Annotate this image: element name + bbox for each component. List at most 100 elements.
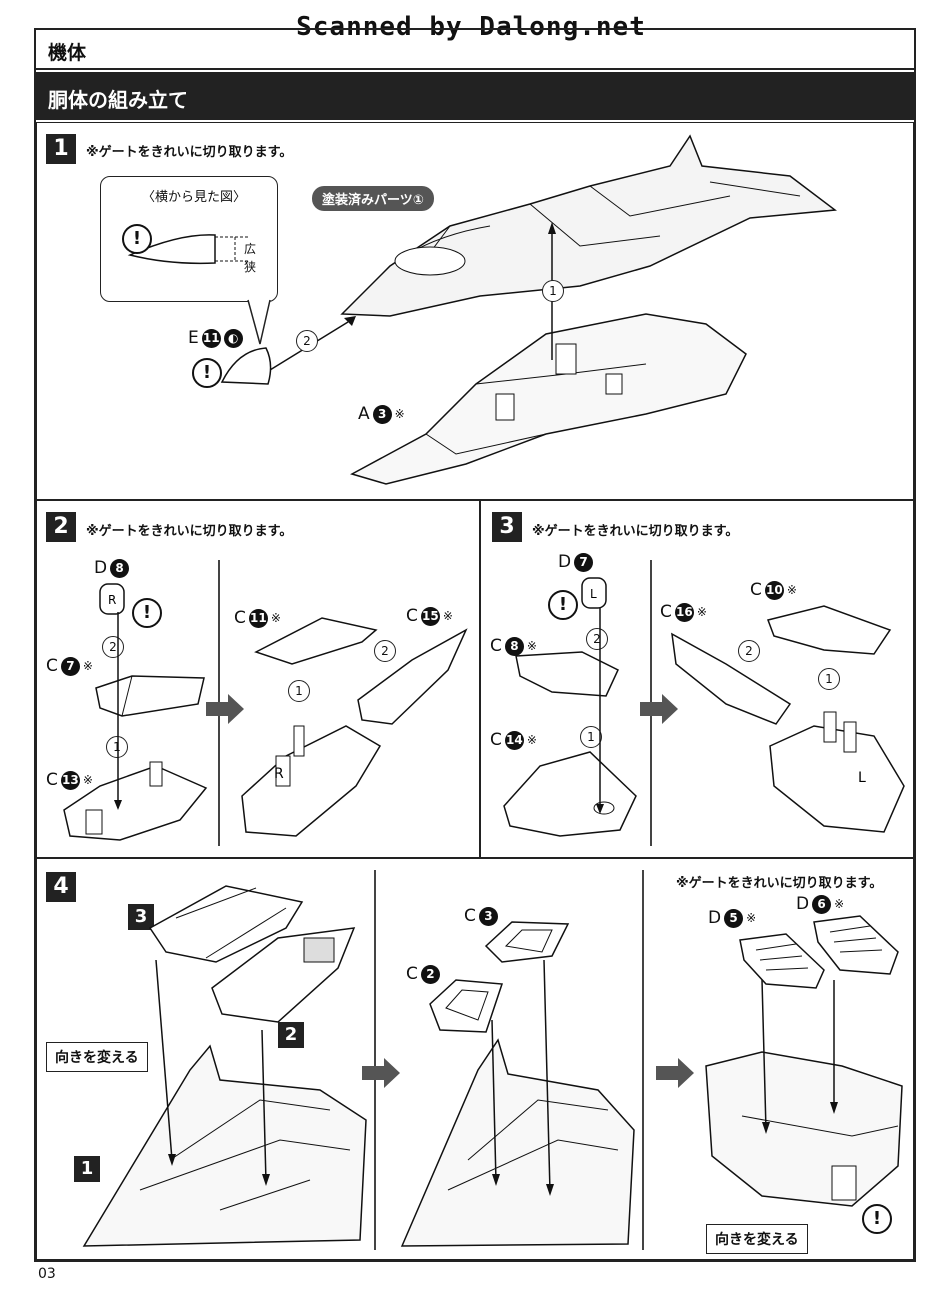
step-4-part-d5: D 5 ※	[708, 908, 757, 928]
callout-tail	[247, 299, 271, 345]
step-3-part-c8: C 8 ※	[490, 636, 537, 656]
side-r-mark: R	[274, 766, 284, 782]
clear-part-icon: ◐	[223, 328, 243, 348]
step-2-order-2b: 2	[374, 640, 396, 662]
step-4-part-c3: C 3	[464, 906, 498, 926]
step-2-gate-note: ※ゲートをきれいに切り取ります。	[86, 524, 293, 539]
step-4-arrows-right	[761, 980, 838, 1134]
step-4-arrows-left	[155, 960, 270, 1186]
svg-text:L: L	[590, 587, 597, 601]
svg-text:R: R	[108, 593, 116, 607]
side-l-mark: L	[858, 770, 866, 786]
step-4-c2-art	[429, 979, 504, 1033]
step-2-part-c13: C 13 ※	[46, 770, 93, 790]
step-3-assembly-art: L	[769, 711, 905, 833]
caution-icon: !	[122, 224, 152, 254]
part-a3-gate-mark: ※	[394, 407, 405, 421]
step-4-gate-note: ※ゲートをきれいに切り取ります。	[676, 876, 883, 891]
step-3-part-c14: C 14 ※	[490, 730, 537, 750]
part-e11-label: E 11 ◐	[188, 328, 243, 348]
order-1-marker: 1	[542, 280, 564, 302]
step-4-ref-1: 1	[74, 1156, 100, 1182]
step-4-body-left-art	[82, 1044, 367, 1247]
step-4-cover-2-art	[211, 927, 356, 1023]
step-2-part-d8: D 8	[94, 558, 130, 578]
step-3-order-2a: 2	[586, 628, 608, 650]
fuselage-lower-art	[350, 313, 747, 485]
step-4-next-arrow-1	[362, 1058, 400, 1088]
turn-label-right: 向きを変える	[706, 1224, 808, 1254]
step-2-assembly-art: R	[241, 725, 382, 837]
step-3-c8-art	[515, 651, 619, 697]
step-3-order-1a: 1	[580, 726, 602, 748]
step-2-order-1a: 1	[106, 736, 128, 758]
canopy-caution-icon: !	[192, 358, 222, 388]
part-e11-number: 11	[201, 328, 221, 348]
step-2-number: 2	[46, 512, 76, 542]
step-3-number: 3	[492, 512, 522, 542]
order-2-marker: 2	[296, 330, 318, 352]
step-3-gate-note: ※ゲートをきれいに切り取ります。	[532, 524, 739, 539]
part-e11-letter: E	[188, 328, 199, 348]
step-4-ref-2: 2	[278, 1022, 304, 1048]
section-title: 機体	[36, 30, 914, 70]
page-frame	[34, 28, 916, 1262]
step-2-next-arrow	[206, 694, 244, 724]
step-2-part-c7: C 7 ※	[46, 656, 93, 676]
step-1-gate-note: ※ゲートをきれいに切り取ります。	[86, 145, 293, 160]
scan-watermark: Scanned by Dalong.net	[296, 12, 646, 42]
step-4-arrows-middle	[491, 960, 554, 1196]
step-4-body-middle-art	[400, 1038, 635, 1247]
step-3-order-2b: 2	[738, 640, 760, 662]
step-2-c7-art	[95, 675, 205, 717]
turn-label-left: 向きを変える	[46, 1042, 148, 1072]
narrow-label: 狭	[244, 260, 257, 274]
step-4-cover-3-art	[148, 885, 304, 963]
step-2-d8-art: R	[99, 583, 125, 615]
step-1-number: 1	[46, 134, 76, 164]
step-3-caution-icon: !	[548, 590, 578, 620]
step-3-c10-art	[767, 605, 892, 655]
step-3-part-d7: D 7	[558, 552, 594, 572]
part-a3-letter: A	[358, 404, 370, 424]
step-4-part-d6: D 6 ※	[796, 894, 845, 914]
step-3-part-c16: C 16 ※	[660, 602, 707, 622]
part-a3-number: 3	[372, 404, 392, 424]
wide-label: 広	[244, 242, 257, 256]
step-4-number: 4	[46, 872, 76, 902]
step-2-arrows-left	[114, 612, 122, 810]
step-3-c16-art	[671, 632, 792, 725]
side-view-title: 〈横から見た図〉	[142, 190, 247, 205]
step-4-ref-3: 3	[128, 904, 154, 930]
step-3-part-c10: C 10 ※	[750, 580, 797, 600]
step-3-next-arrow	[640, 694, 678, 724]
step-2-c11-art	[254, 617, 378, 665]
step-3-arrows-left	[596, 608, 604, 814]
step-3-d7-art: L	[581, 577, 607, 609]
step-4-body-right-art	[705, 1051, 903, 1207]
step-4-divider-2	[642, 870, 644, 1250]
step-2-part-c15: C 15 ※	[406, 606, 453, 626]
step-4-divider-1	[374, 870, 376, 1250]
step-2-part-c11: C 11 ※	[234, 608, 281, 628]
step-4-next-arrow-2	[656, 1058, 694, 1088]
step-1-arrows	[269, 222, 556, 371]
step-4-c3-art	[484, 921, 570, 963]
canopy-side-diagram	[127, 234, 250, 265]
step-3-order-1b: 1	[818, 668, 840, 690]
step-2-caution-icon: !	[132, 598, 162, 628]
step-2-order-1b: 1	[288, 680, 310, 702]
canopy-part-art	[220, 347, 272, 385]
step-4-d5-art	[739, 933, 825, 989]
page-number: 03	[38, 1266, 56, 1282]
subsection-title: 胴体の組み立て	[36, 72, 914, 120]
part-a3-label: A 3 ※	[358, 404, 405, 424]
painted-part-tag: 塗装済みパーツ①	[312, 186, 434, 211]
step-2-c15-art	[357, 628, 468, 725]
step-4-part-c2: C 2	[406, 964, 440, 984]
step-4-d6-art	[813, 915, 899, 975]
step-2-c13-art	[63, 761, 208, 841]
fuselage-upper-art	[340, 134, 837, 317]
step-3-c14-art	[503, 751, 637, 837]
